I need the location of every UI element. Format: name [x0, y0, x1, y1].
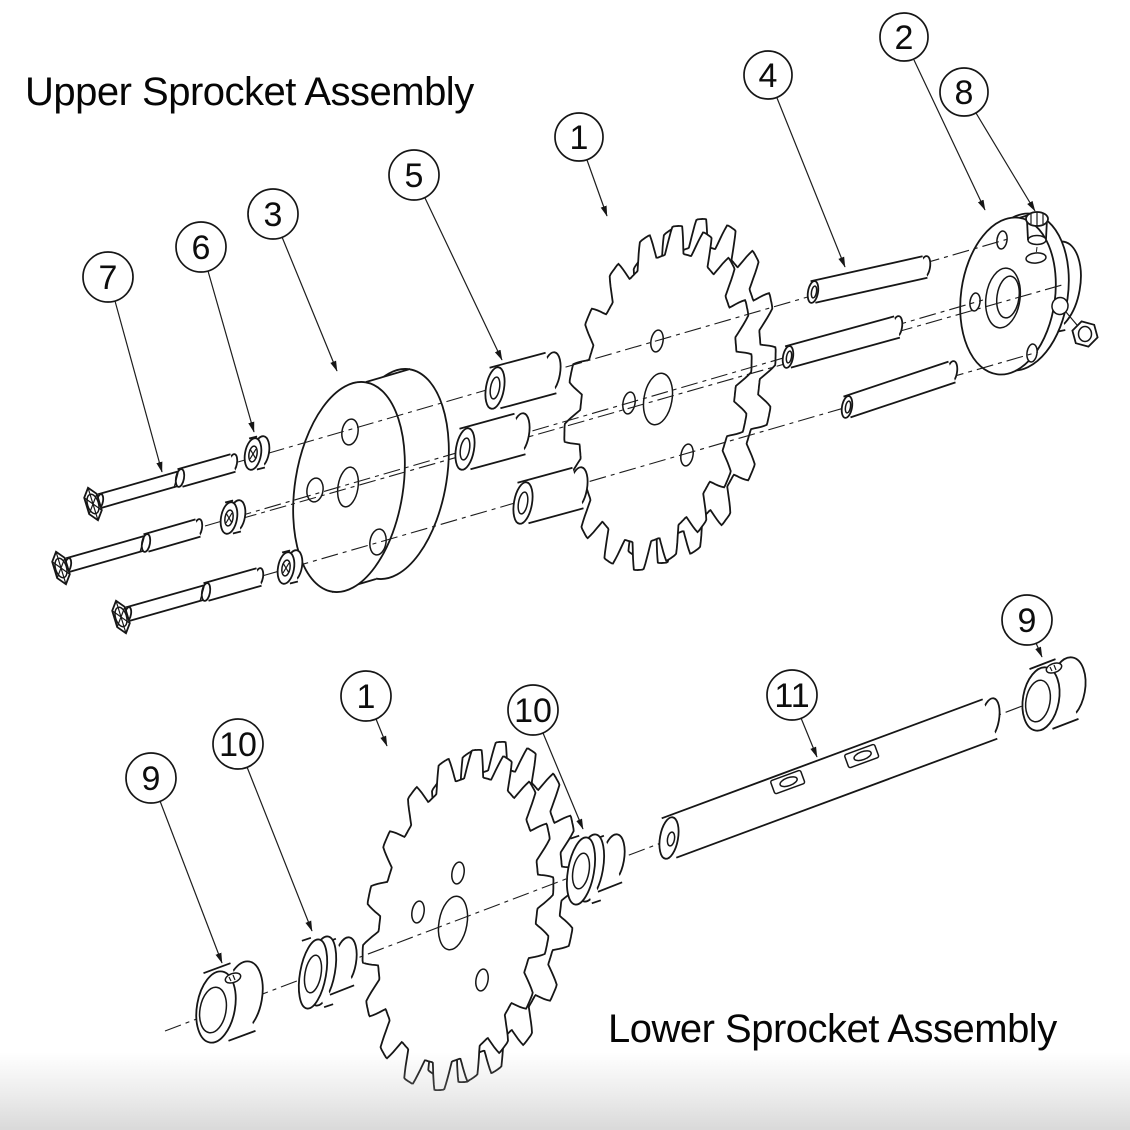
set-screw	[1025, 211, 1049, 264]
lower-assembly-title: Lower Sprocket Assembly	[608, 1007, 1057, 1051]
svg-text:10: 10	[219, 726, 257, 764]
drive-pin	[781, 315, 904, 369]
drive-shaft	[658, 697, 1001, 860]
svg-text:6: 6	[192, 229, 211, 267]
balloon-1-lower: 1	[340, 670, 392, 722]
svg-text:11: 11	[774, 677, 809, 715]
svg-text:4: 4	[759, 57, 778, 95]
balloon-7: 7	[82, 251, 134, 303]
flat-washer	[276, 549, 304, 585]
flat-washer	[243, 435, 271, 471]
hex-bolt-head	[83, 486, 103, 522]
standoff-spacer	[512, 466, 589, 525]
balloon-5: 5	[388, 149, 440, 201]
hex-bolt-head	[111, 599, 131, 635]
keyway-slot	[770, 769, 806, 795]
flanged-bushing	[566, 833, 626, 906]
svg-text:1: 1	[570, 119, 589, 157]
balloon-6: 6	[175, 221, 227, 273]
svg-text:9: 9	[1018, 602, 1037, 640]
svg-text:3: 3	[264, 196, 283, 234]
balloon-4: 4	[743, 50, 793, 100]
balloon-9-right: 9	[1001, 594, 1053, 646]
balloon-11: 11	[766, 669, 818, 721]
svg-text:1: 1	[357, 678, 376, 716]
svg-text:5: 5	[405, 157, 424, 195]
shaft-collar	[195, 960, 264, 1044]
svg-text:7: 7	[99, 259, 118, 297]
balloon-10-right: 10	[507, 684, 559, 736]
lower-sprocket	[361, 740, 579, 1092]
standoff-spacer	[484, 351, 562, 410]
hex-bolt	[111, 567, 265, 635]
svg-text:10: 10	[514, 692, 552, 730]
svg-text:9: 9	[142, 760, 161, 798]
centerline-axis-main	[239, 284, 1063, 520]
hex-bolt-head	[51, 550, 71, 586]
hex-bolt	[51, 518, 204, 586]
spacer-flange	[292, 368, 450, 593]
lock-nut	[1051, 296, 1099, 348]
balloon-8: 8	[939, 67, 989, 117]
flanged-bushing	[297, 935, 358, 1010]
leader-lines	[114, 59, 1043, 964]
balloon-3: 3	[247, 188, 299, 240]
flanged-hub	[959, 212, 1082, 376]
flat-washer	[219, 499, 247, 535]
shaft-collar	[1021, 656, 1087, 732]
drive-pin	[806, 255, 932, 304]
svg-text:8: 8	[955, 74, 974, 112]
drive-pin	[840, 360, 959, 419]
balloon-2: 2	[879, 12, 929, 62]
keyway-slot	[844, 743, 880, 769]
standoff-spacer	[454, 412, 531, 471]
centerline-axis-a	[237, 238, 1009, 463]
balloon-1-upper: 1	[554, 112, 604, 162]
balloon-9-left: 9	[125, 752, 177, 804]
balloon-10-left: 10	[212, 718, 264, 770]
upper-assembly-title: Upper Sprocket Assembly	[25, 70, 474, 114]
hex-bolt	[83, 453, 239, 522]
svg-text:2: 2	[895, 19, 914, 57]
